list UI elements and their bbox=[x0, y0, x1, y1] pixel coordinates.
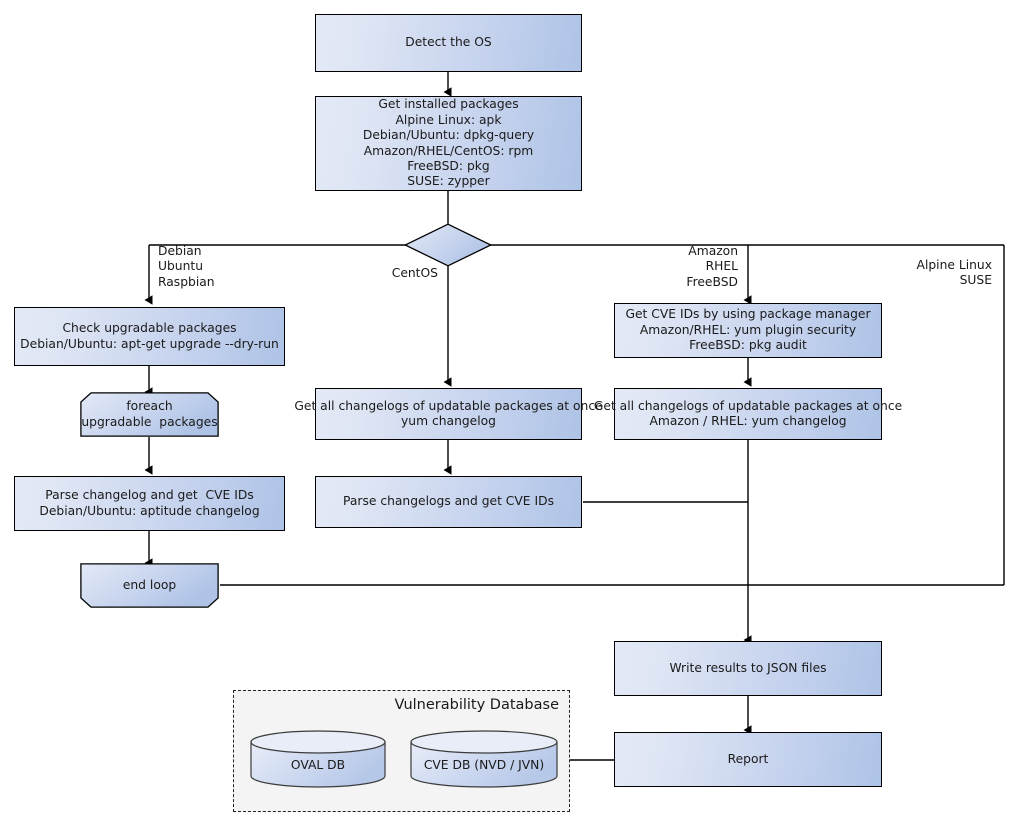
oval-db-cylinder-shape bbox=[250, 730, 386, 788]
cve-db-cylinder-shape bbox=[410, 730, 558, 788]
node-check-upgradable-packages-label: Check upgradable packages Debian/Ubuntu:… bbox=[20, 321, 279, 351]
node-get-changelogs-amazon[interactable]: Get all changelogs of updatable packages… bbox=[594, 388, 902, 440]
node-report[interactable]: Report bbox=[614, 732, 882, 787]
edge-label-amazon: Amazon RHEL FreeBSD bbox=[686, 244, 738, 289]
node-get-changelogs-amazon-label: Get all changelogs of updatable packages… bbox=[593, 398, 903, 428]
edge-label-centos: CentOS bbox=[391, 266, 438, 280]
end-loop-shape bbox=[80, 563, 219, 608]
node-parse-changelogs-centos[interactable]: Parse changelogs and get CVE IDs bbox=[315, 476, 582, 528]
node-get-cve-ids-package-manager[interactable]: Get CVE IDs by using package manager Ama… bbox=[614, 303, 882, 358]
node-detect-os-label: Detect the OS bbox=[405, 35, 492, 50]
node-detect-os[interactable]: Detect the OS bbox=[315, 14, 582, 72]
node-check-upgradable-packages[interactable]: Check upgradable packages Debian/Ubuntu:… bbox=[14, 307, 285, 366]
node-get-installed-packages[interactable]: Get installed packages Alpine Linux: apk… bbox=[315, 96, 582, 191]
node-write-results-json-label: Write results to JSON files bbox=[669, 660, 827, 675]
database-oval-db[interactable]: OVAL DB bbox=[250, 730, 386, 788]
node-foreach-loop-start-label: foreach upgradable packages bbox=[81, 399, 218, 429]
node-get-changelogs-centos-label: Get all changelogs of updatable packages… bbox=[294, 398, 603, 428]
node-get-installed-packages-label: Get installed packages Alpine Linux: apk… bbox=[362, 97, 535, 189]
node-get-cve-ids-package-manager-label: Get CVE IDs by using package manager Ama… bbox=[625, 307, 871, 353]
node-os-decision[interactable] bbox=[404, 223, 492, 267]
vulnerability-database-title: Vulnerability Database bbox=[394, 697, 559, 713]
node-parse-changelog-debian-label: Parse changelog and get CVE IDs Debian/U… bbox=[39, 488, 260, 518]
edge-label-debian: Debian Ubuntu Raspbian bbox=[158, 244, 215, 289]
foreach-shape bbox=[80, 392, 219, 437]
node-foreach-loop-start[interactable]: foreach upgradable packages bbox=[80, 392, 219, 437]
database-cve-db[interactable]: CVE DB (NVD / JVN) bbox=[410, 730, 558, 788]
oval-db-label: OVAL DB bbox=[290, 758, 346, 772]
node-write-results-json[interactable]: Write results to JSON files bbox=[614, 641, 882, 696]
node-report-label: Report bbox=[727, 751, 769, 766]
node-parse-changelogs-centos-label: Parse changelogs and get CVE IDs bbox=[343, 494, 554, 509]
node-get-changelogs-centos[interactable]: Get all changelogs of updatable packages… bbox=[294, 388, 603, 440]
node-end-loop-label: end loop bbox=[122, 577, 177, 592]
cve-db-label: CVE DB (NVD / JVN) bbox=[423, 758, 545, 772]
node-end-loop[interactable]: end loop bbox=[80, 563, 219, 608]
node-parse-changelog-debian[interactable]: Parse changelog and get CVE IDs Debian/U… bbox=[14, 476, 285, 531]
edge-label-alpine: Alpine Linux SUSE bbox=[916, 258, 992, 288]
